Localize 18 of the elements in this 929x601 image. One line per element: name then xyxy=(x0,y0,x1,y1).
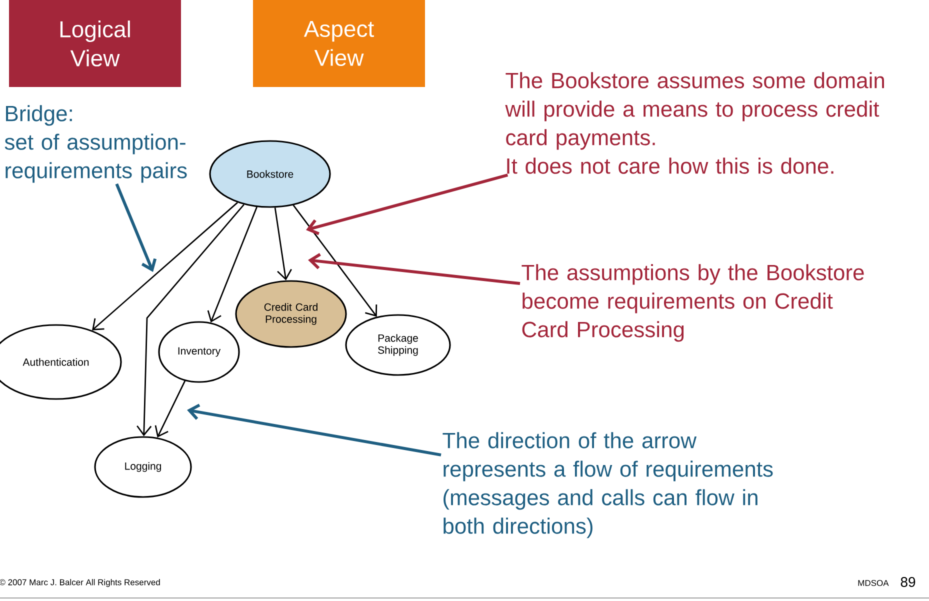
leader-arrow xyxy=(115,183,157,272)
page-number: 89 xyxy=(900,577,916,587)
callout-text: Bridge: set of assumption-requirements pairs xyxy=(4,105,187,183)
arrow xyxy=(292,204,378,317)
view-box: Logical View xyxy=(9,0,181,87)
leader-arrow xyxy=(308,253,520,286)
leader-arrow xyxy=(187,404,442,456)
callout-text: The Bookstore assumes some domain will provide a means to process credit card payments. It does not care how this is done. xyxy=(505,72,884,174)
leader-arrow xyxy=(306,174,508,236)
arrow xyxy=(92,202,238,330)
arrow xyxy=(207,206,258,322)
arrow xyxy=(274,208,292,280)
view-box: Aspect View xyxy=(253,0,425,87)
arrow xyxy=(136,204,244,436)
arrow xyxy=(154,380,186,438)
callout-text: The direction of the arrow represents a flow of requirements (messages and calls can flow in both directions) xyxy=(442,432,773,538)
callout-text: The assumptions by the Bookstore become requirements on Credit Card Processing xyxy=(522,264,864,342)
footer-text: MDSOA xyxy=(858,580,889,586)
